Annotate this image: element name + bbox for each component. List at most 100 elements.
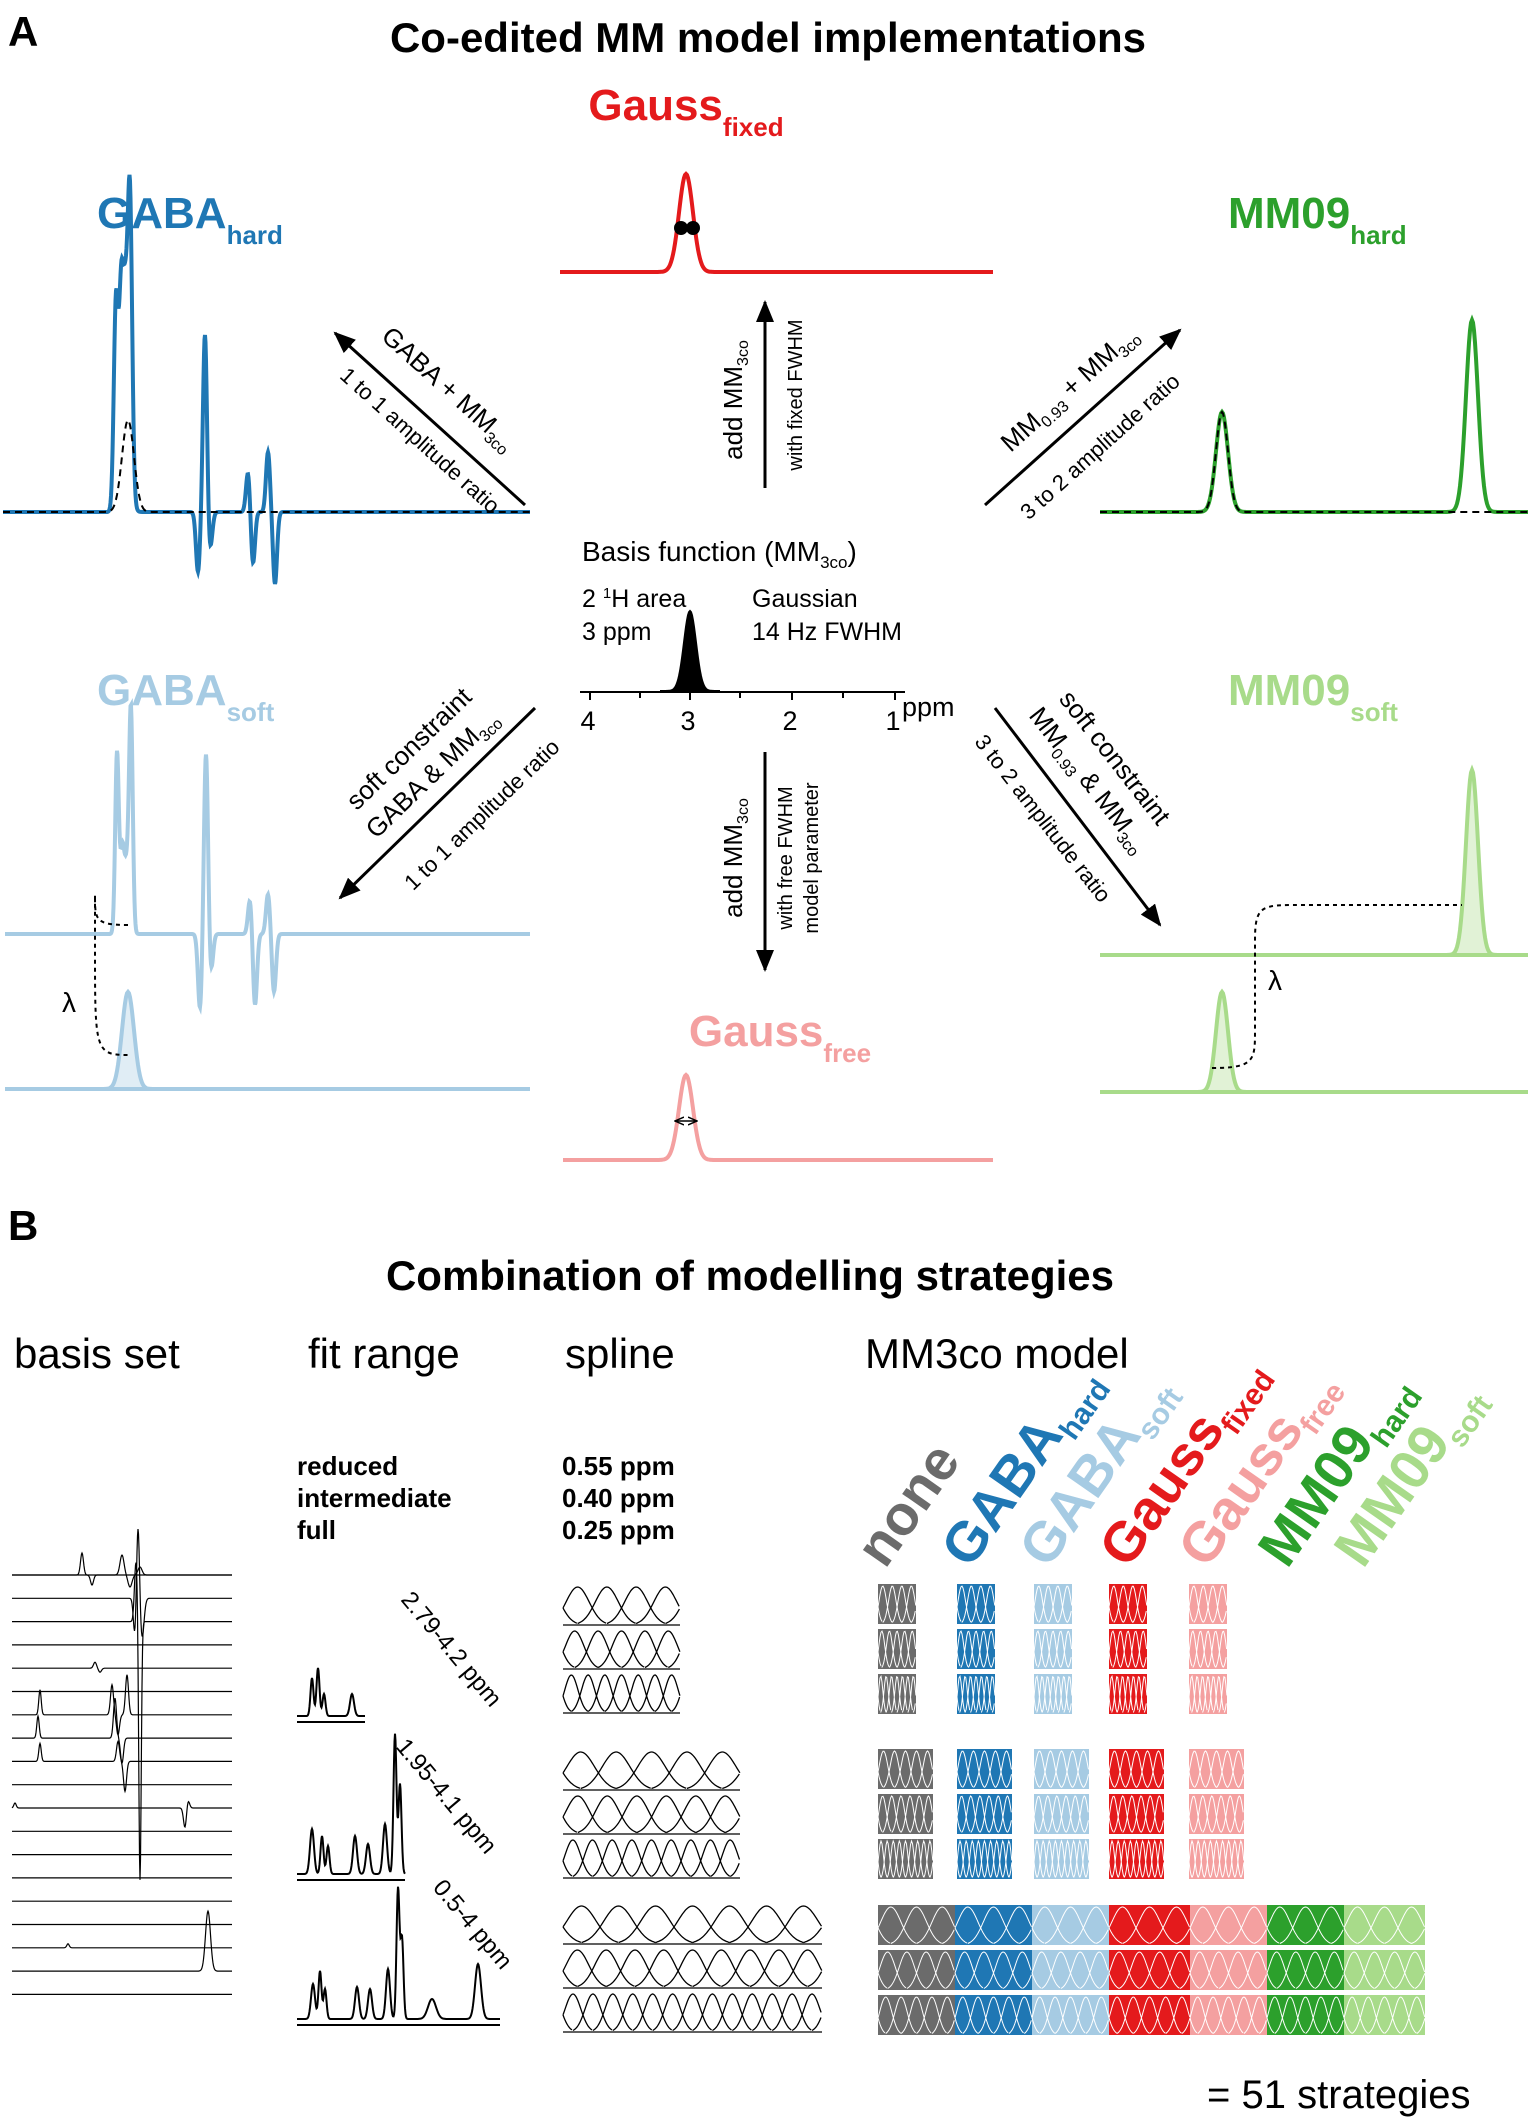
strategy-block-spline bbox=[954, 1951, 1032, 1989]
mm09-soft-lambda: λ bbox=[1268, 965, 1282, 996]
strategy-block bbox=[1109, 1950, 1190, 1990]
basis-tick-label: 4 bbox=[580, 706, 595, 736]
arrow-gaba-hard bbox=[333, 331, 527, 507]
strategy-block bbox=[1034, 1749, 1089, 1789]
basis-title: Basis function (MM3co) bbox=[582, 536, 857, 572]
spline-curves bbox=[562, 1949, 823, 1988]
strategy-block bbox=[1109, 1995, 1190, 2035]
strategy-block-spline bbox=[956, 1795, 1012, 1833]
strategy-block-spline bbox=[1343, 1996, 1426, 2034]
gaba-soft-mm-spectrum bbox=[5, 988, 530, 1091]
range-name-intermediate: intermediate bbox=[297, 1483, 452, 1513]
strategy-block bbox=[957, 1749, 1012, 1789]
spline-curves bbox=[562, 1630, 681, 1669]
strategy-block bbox=[1032, 1905, 1109, 1945]
arrow-mm09-hard-label-2: 3 to 2 amplitude ratio bbox=[1015, 368, 1184, 524]
strategy-block-spline bbox=[1189, 1906, 1267, 1944]
strategy-block bbox=[1189, 1629, 1227, 1669]
basis-tick-label: 1 bbox=[885, 706, 900, 736]
strategy-block-spline bbox=[877, 1674, 917, 1713]
arrow-up-label-2: with fixed FWHM bbox=[785, 319, 807, 471]
strategy-block-spline bbox=[1033, 1674, 1073, 1713]
fwhm-point-right bbox=[686, 221, 700, 235]
strategy-block-spline bbox=[956, 1674, 996, 1713]
basis-area-post: H area bbox=[611, 585, 686, 613]
strategy-block bbox=[1032, 1995, 1109, 2035]
mm09-hard-spectrum bbox=[1100, 314, 1528, 514]
basis-function-peak bbox=[660, 609, 720, 692]
gauss-free-spectrum bbox=[563, 1072, 993, 1162]
strategy-block-spline bbox=[1343, 1906, 1425, 1944]
fwhm-point-left bbox=[674, 221, 688, 235]
strategy-block-spline bbox=[1188, 1585, 1228, 1623]
strategy-block-spline bbox=[1108, 1750, 1164, 1788]
mm09-soft-link bbox=[1211, 904, 1462, 1069]
strategy-block-spline bbox=[1189, 1996, 1268, 2034]
col-basis-set: basis set bbox=[14, 1330, 180, 1377]
mm09-soft-spectrum bbox=[1100, 764, 1528, 957]
strategy-block-spline bbox=[1108, 1674, 1148, 1713]
strategy-block bbox=[1267, 1950, 1344, 1990]
strategy-block bbox=[878, 1995, 955, 2035]
arrow-mm09-hard bbox=[983, 328, 1182, 507]
fit-range-spectra bbox=[297, 1667, 500, 2026]
spline-curves bbox=[562, 1751, 741, 1790]
spline-grids bbox=[562, 1586, 823, 2033]
gauss-fixed-spectrum bbox=[560, 171, 993, 274]
gaba-soft-link bbox=[94, 894, 129, 1056]
gauss-fixed-main: Gauss bbox=[588, 81, 723, 130]
strategy-block bbox=[1344, 1950, 1425, 1990]
col-spline: spline bbox=[565, 1330, 675, 1377]
basis-set-trace bbox=[12, 1529, 232, 1638]
strategy-block bbox=[878, 1839, 933, 1879]
arrow-down-sub: 3co bbox=[735, 798, 752, 824]
panel-a-title: Co-edited MM model implementations bbox=[390, 14, 1146, 61]
strategy-block bbox=[1344, 1995, 1425, 2035]
range-name-reduced: reduced bbox=[297, 1451, 398, 1481]
strategy-block-spline bbox=[877, 1996, 956, 2034]
strategy-block bbox=[878, 1749, 933, 1789]
gauss-free-label: Gaussfree bbox=[689, 1007, 871, 1068]
gaba-soft-lambda: λ bbox=[62, 987, 76, 1018]
basis-set-trace bbox=[12, 1551, 232, 1588]
spline-curves bbox=[562, 1905, 823, 1944]
basis-area-pre: 2 bbox=[582, 585, 603, 613]
arrow-up-sub: 3co bbox=[735, 340, 752, 366]
strategy-block bbox=[1109, 1839, 1164, 1879]
strategy-block-spline bbox=[956, 1585, 996, 1623]
spline-curves bbox=[562, 1795, 741, 1834]
strategy-block bbox=[957, 1629, 995, 1669]
model-grid bbox=[877, 1584, 1426, 2035]
gaba-hard-label: GABAhard bbox=[97, 189, 283, 250]
arrow-gaba-soft bbox=[338, 706, 537, 900]
mm09-hard-main: MM09 bbox=[1228, 189, 1350, 238]
basis-tick-label: 3 bbox=[680, 706, 695, 736]
gauss-fixed-label: Gaussfixed bbox=[588, 81, 783, 142]
strategy-block-spline bbox=[1033, 1795, 1089, 1833]
arrow-mm09-hard-b: + MM bbox=[1050, 336, 1124, 407]
mm09-soft-mm-spectrum bbox=[1100, 988, 1528, 1094]
spline-curves bbox=[562, 1993, 822, 2032]
gaba-soft-label: GABAsoft bbox=[97, 666, 275, 727]
strategy-block bbox=[1034, 1839, 1089, 1879]
gaba-soft-spectrum bbox=[5, 697, 530, 1015]
strategy-block bbox=[1267, 1995, 1344, 2035]
spline-spacing-2: 0.40 ppm bbox=[562, 1483, 675, 1513]
model-headers: noneGABAhardGABAsoftGaussfixedGaussfreeM… bbox=[843, 1364, 1499, 1577]
strategy-block bbox=[878, 1905, 955, 1945]
arrow-up-main: add MM bbox=[718, 366, 748, 460]
basis-area: 2 1H area bbox=[582, 585, 686, 613]
strategy-block-spline bbox=[1108, 1951, 1191, 1989]
basis-tick-label: 2 bbox=[782, 706, 797, 736]
basis-title-sub: 3co bbox=[820, 553, 847, 572]
mm09-hard-label: MM09hard bbox=[1228, 189, 1407, 250]
fit-range-trace bbox=[297, 1886, 500, 2020]
strategy-block bbox=[1190, 1995, 1267, 2035]
strategy-block bbox=[955, 1905, 1032, 1945]
strategy-block-spline bbox=[877, 1795, 933, 1833]
strategy-block bbox=[1189, 1749, 1244, 1789]
arrow-down-label-1: add MM3co bbox=[718, 798, 752, 918]
strategy-block-spline bbox=[1033, 1585, 1073, 1623]
range-label-reduced: 2.79-4.2 ppm bbox=[395, 1587, 507, 1713]
strategy-block-spline bbox=[1343, 1951, 1426, 1989]
